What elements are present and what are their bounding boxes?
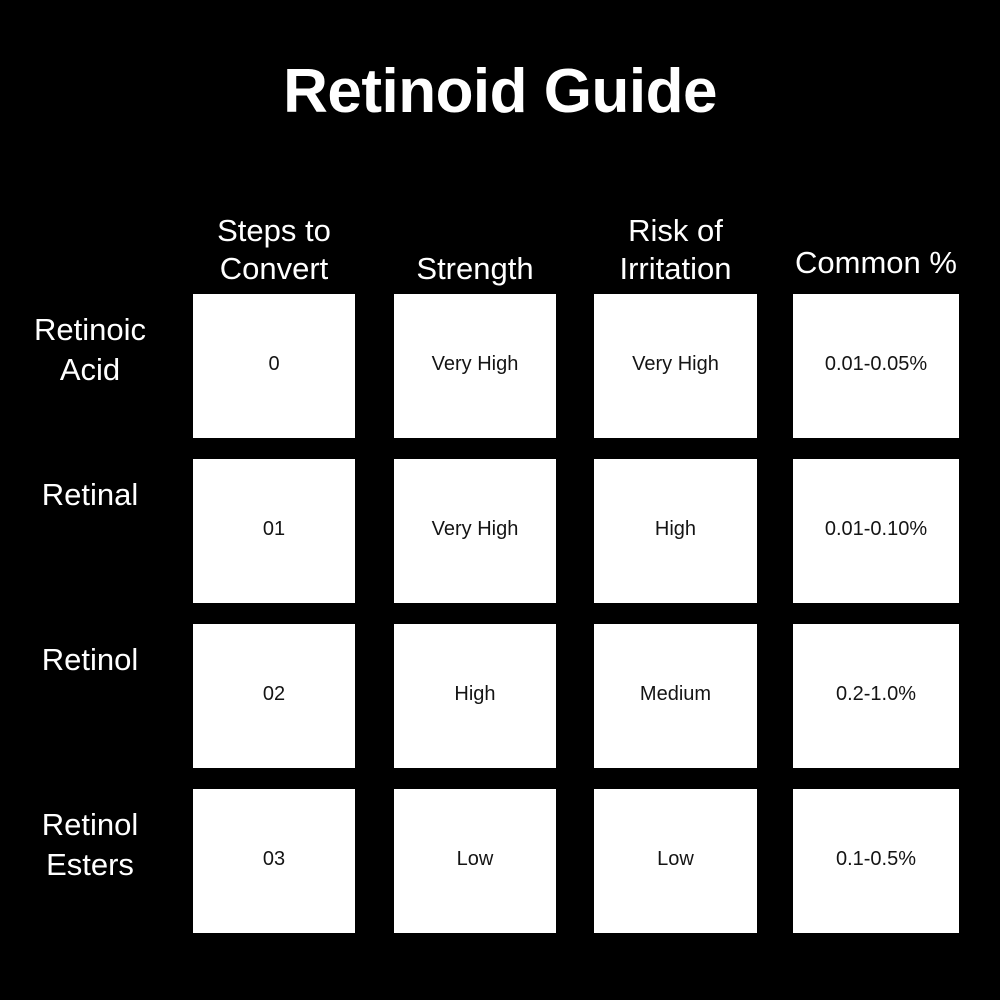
row-header-retinal: Retinal bbox=[0, 459, 193, 603]
comparison-table: Steps to Convert Strength Risk of Irrita… bbox=[0, 170, 1000, 933]
column-header-label: Strength bbox=[416, 251, 534, 287]
column-header-label: Risk of Irritation bbox=[619, 213, 732, 287]
value-box: 0.01-0.05% bbox=[793, 294, 959, 438]
cell-value: Low bbox=[456, 848, 494, 870]
cell-value: Very High bbox=[431, 518, 519, 540]
value-box: Very High bbox=[594, 294, 757, 438]
value-box: Very High bbox=[394, 294, 556, 438]
table-row: Retinol 02 High Medium 0.2-1.0% bbox=[0, 624, 1000, 768]
cell-retinol-esters-risk-of-irritation: Low bbox=[594, 789, 757, 933]
cell-value: 0 bbox=[268, 353, 280, 375]
column-header-steps-to-convert: Steps to Convert bbox=[193, 170, 355, 294]
cell-retinoic-acid-common-percent: 0.01-0.05% bbox=[793, 294, 959, 438]
cell-value: Very High bbox=[431, 353, 519, 375]
cell-retinol-esters-steps-to-convert: 03 bbox=[193, 789, 355, 933]
value-box: High bbox=[594, 459, 757, 603]
row-header-label: Retinoic Acid bbox=[34, 312, 146, 388]
row-header-retinol: Retinol bbox=[0, 624, 193, 768]
value-box: Medium bbox=[594, 624, 757, 768]
cell-retinol-risk-of-irritation: Medium bbox=[594, 624, 757, 768]
cell-value: 0.1-0.5% bbox=[835, 848, 917, 870]
cell-retinol-esters-strength: Low bbox=[394, 789, 556, 933]
column-header-label: Steps to Convert bbox=[217, 213, 331, 287]
value-box: High bbox=[394, 624, 556, 768]
cell-value: 0.01-0.10% bbox=[824, 518, 928, 540]
value-box: 0 bbox=[193, 294, 355, 438]
cell-value: 0.01-0.05% bbox=[824, 353, 928, 375]
cell-value: Medium bbox=[639, 683, 712, 705]
cell-value: 0.2-1.0% bbox=[835, 683, 917, 705]
value-box: 0.01-0.10% bbox=[793, 459, 959, 603]
table-corner-cell bbox=[0, 170, 193, 294]
cell-retinal-common-percent: 0.01-0.10% bbox=[793, 459, 959, 603]
cell-value: High bbox=[454, 683, 496, 705]
cell-retinoic-acid-steps-to-convert: 0 bbox=[193, 294, 355, 438]
column-header-common-percent: Common % bbox=[793, 170, 959, 294]
value-box: 0.2-1.0% bbox=[793, 624, 959, 768]
column-header-risk-of-irritation: Risk of Irritation bbox=[594, 170, 757, 294]
row-header-label: Retinal bbox=[41, 477, 139, 512]
cell-value: Low bbox=[657, 848, 694, 870]
cell-retinol-steps-to-convert: 02 bbox=[193, 624, 355, 768]
row-header-retinol-esters: Retinol Esters bbox=[0, 789, 193, 933]
cell-retinal-strength: Very High bbox=[394, 459, 556, 603]
row-header-retinoic-acid: Retinoic Acid bbox=[0, 294, 193, 438]
value-box: 03 bbox=[193, 789, 355, 933]
cell-retinal-steps-to-convert: 01 bbox=[193, 459, 355, 603]
cell-retinal-risk-of-irritation: High bbox=[594, 459, 757, 603]
value-box: 0.1-0.5% bbox=[793, 789, 959, 933]
cell-retinoic-acid-strength: Very High bbox=[394, 294, 556, 438]
cell-value: 03 bbox=[262, 848, 286, 870]
cell-value: Very High bbox=[632, 353, 719, 375]
row-header-label: Retinol bbox=[41, 642, 139, 677]
cell-retinol-common-percent: 0.2-1.0% bbox=[793, 624, 959, 768]
column-header-strength: Strength bbox=[394, 170, 556, 294]
row-header-label: Retinol Esters bbox=[41, 807, 139, 883]
cell-retinol-esters-common-percent: 0.1-0.5% bbox=[793, 789, 959, 933]
column-header-label: Common % bbox=[795, 245, 957, 281]
cell-retinol-strength: High bbox=[394, 624, 556, 768]
table-row: Retinoic Acid 0 Very High Very High 0.01… bbox=[0, 294, 1000, 438]
cell-value: High bbox=[654, 518, 697, 540]
value-box: 02 bbox=[193, 624, 355, 768]
cell-retinoic-acid-risk-of-irritation: Very High bbox=[594, 294, 757, 438]
value-box: Low bbox=[594, 789, 757, 933]
value-box: 01 bbox=[193, 459, 355, 603]
table-header-row: Steps to Convert Strength Risk of Irrita… bbox=[0, 170, 1000, 294]
cell-value: 01 bbox=[262, 518, 286, 540]
table-row: Retinol Esters 03 Low Low 0.1-0.5% bbox=[0, 789, 1000, 933]
table-row: Retinal 01 Very High High 0.01-0.10% bbox=[0, 459, 1000, 603]
value-box: Low bbox=[394, 789, 556, 933]
cell-value: 02 bbox=[262, 683, 286, 705]
value-box: Very High bbox=[394, 459, 556, 603]
page-title: Retinoid Guide bbox=[283, 57, 717, 126]
